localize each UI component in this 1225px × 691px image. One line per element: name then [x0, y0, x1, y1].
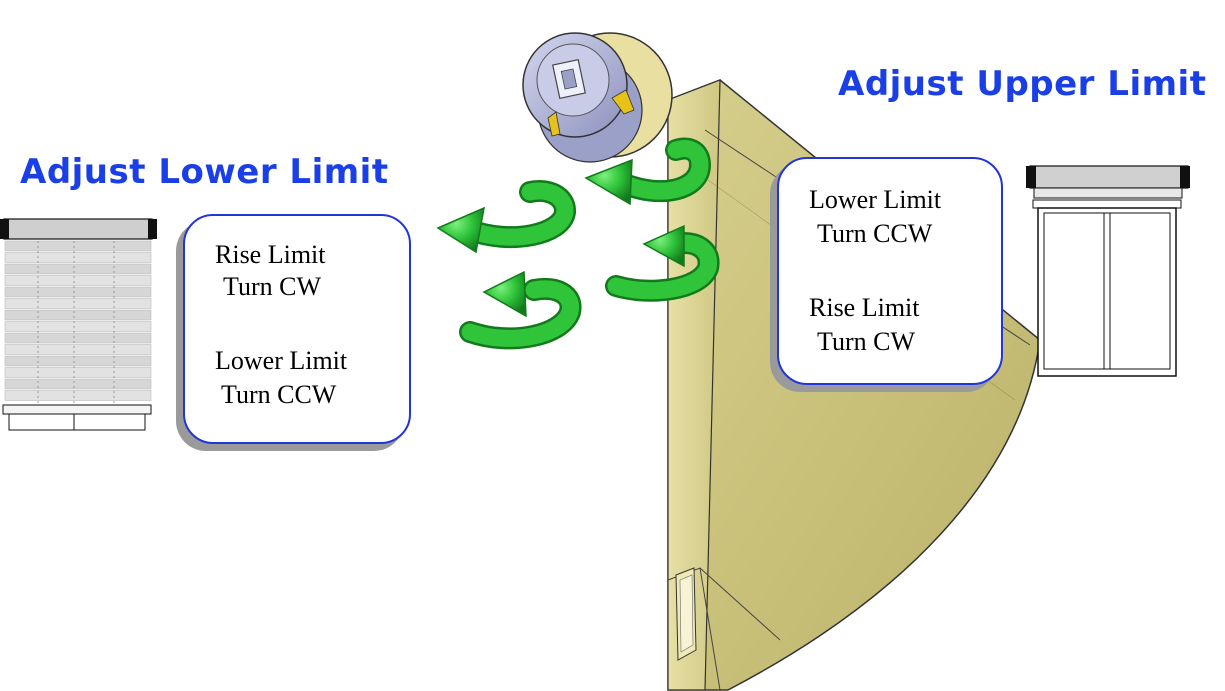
tubular-motor-icon: [522, 32, 643, 163]
shade-slat: [4, 275, 152, 286]
upper-limit-instructions-callout: Lower Limit Turn CCW Rise Limit Turn CW: [777, 157, 1003, 385]
curved-rotation-arrow-icon: [605, 224, 720, 302]
callout-line: Turn CCW: [817, 219, 933, 248]
shade-slat: [4, 298, 152, 309]
shade-slat: [4, 355, 152, 367]
shade-slat: [4, 390, 152, 401]
rotation-arrows: [436, 137, 720, 350]
shade-slat: [4, 321, 152, 332]
shade-slat: [4, 378, 152, 390]
shade-slat: [4, 263, 152, 275]
callout-line: Turn CW: [817, 327, 916, 356]
adjust-upper-limit-heading: Adjust Upper Limit: [838, 64, 1207, 104]
shade-slat: [4, 344, 152, 355]
shade-slat: [4, 332, 152, 344]
lowered-shade-icon: [0, 218, 157, 431]
callout-line: Rise Limit: [809, 293, 920, 322]
callout-line: Turn CW: [223, 272, 322, 301]
curved-rotation-arrow-icon: [459, 270, 582, 350]
callout-line: Turn CCW: [221, 380, 337, 409]
shade-slat: [4, 252, 152, 263]
adjust-lower-limit-heading: Adjust Lower Limit: [20, 152, 389, 192]
curved-rotation-arrow-icon: [584, 137, 712, 206]
callout-line: Lower Limit: [215, 346, 348, 375]
shade-slat: [4, 367, 152, 378]
shade-slat: [4, 286, 152, 298]
lower-limit-instructions-callout: Rise Limit Turn CW Lower Limit Turn CCW: [183, 214, 411, 444]
callout-line: Rise Limit: [215, 240, 326, 269]
raised-shade-icon: [1026, 165, 1190, 377]
callout-line: Lower Limit: [809, 185, 942, 214]
curved-rotation-arrow-icon: [436, 180, 576, 254]
shade-slat: [4, 240, 152, 252]
shade-slat: [4, 309, 152, 321]
